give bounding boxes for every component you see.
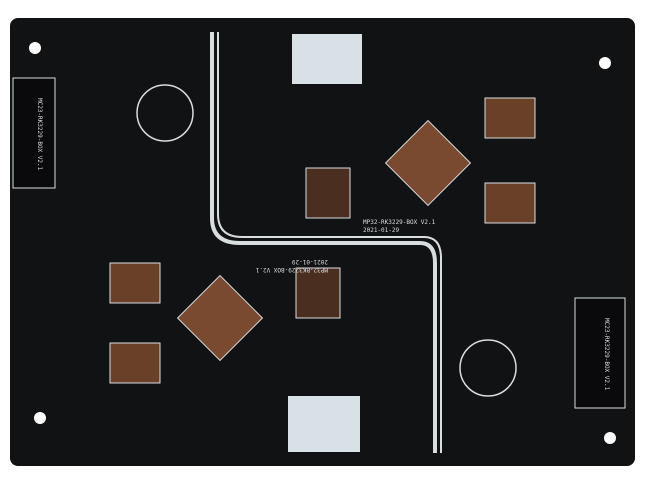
board-a-date: 2021-01-29 xyxy=(363,227,400,234)
board-a-name: MP32-RK3229-BOX V2.1 xyxy=(363,219,436,226)
board-b-name: MP32-RK3229-BOX V2.1 xyxy=(255,266,328,273)
board-b-date: 2021-01-29 xyxy=(291,258,328,265)
pcb-panel: MC23-RK3229-BOX V2.1 MC23-RK3229-BOX V2.… xyxy=(10,18,635,466)
usb-connector-top xyxy=(292,34,362,84)
usb-connector-bottom xyxy=(288,396,360,452)
side-label-left: MC23-RK3229-BOX V2.1 xyxy=(36,98,43,171)
side-label-right: MC23-RK3229-BOX V2.1 xyxy=(603,318,610,391)
